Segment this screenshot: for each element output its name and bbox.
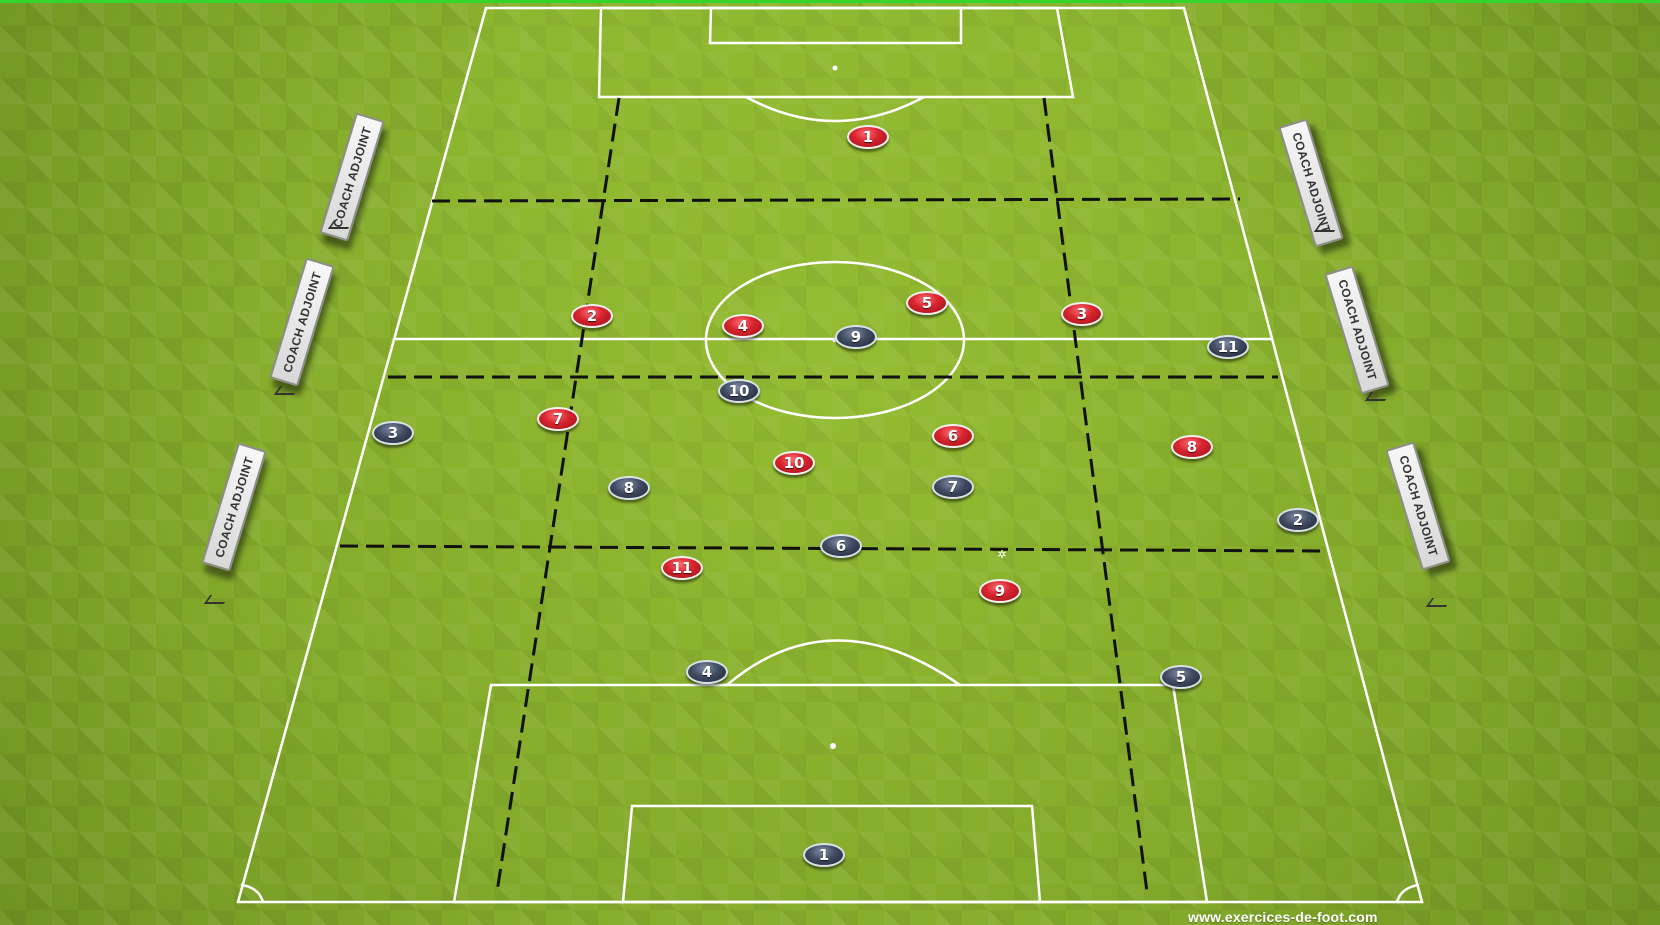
blue-player-10[interactable]: 10 <box>718 379 760 403</box>
bottom-penalty-area <box>452 683 1209 904</box>
red-player-4[interactable]: 4 <box>722 314 764 338</box>
corner-arc-bottom-left <box>240 883 265 904</box>
top-penalty-spot <box>832 65 838 71</box>
red-player-7[interactable]: 7 <box>537 407 579 431</box>
red-player-3[interactable]: 3 <box>1061 302 1103 326</box>
blue-player-7[interactable]: 7 <box>932 475 974 499</box>
blue-player-5[interactable]: 5 <box>1160 665 1202 689</box>
top-goal-area <box>708 6 963 45</box>
red-player-11[interactable]: 11 <box>661 556 703 580</box>
blue-player-3[interactable]: 3 <box>372 421 414 445</box>
blue-player-4[interactable]: 4 <box>686 660 728 684</box>
bottom-penalty-spot <box>830 743 836 749</box>
corner-arc-bottom-right <box>1395 883 1420 904</box>
center-circle <box>704 260 966 420</box>
bottom-penalty-arc <box>725 639 962 687</box>
blue-player-2[interactable]: 2 <box>1277 508 1319 532</box>
red-player-10[interactable]: 10 <box>773 451 815 475</box>
pitch-surface <box>238 8 1422 902</box>
blue-player-6[interactable]: 6 <box>820 534 862 558</box>
zone-line-vertical-left <box>495 97 621 893</box>
red-player-5[interactable]: 5 <box>906 291 948 315</box>
zone-line-vertical-right <box>1042 97 1149 893</box>
zone-line-horizontal-bottom <box>339 544 1327 553</box>
top-border-line <box>0 0 1660 3</box>
red-player-9[interactable]: 9 <box>979 579 1021 603</box>
bottom-goal-area <box>621 804 1042 904</box>
footer-url: www.exercices-de-foot.com <box>1188 909 1378 925</box>
zone-line-horizontal-top <box>431 197 1241 203</box>
red-player-2[interactable]: 2 <box>571 304 613 328</box>
red-player-1[interactable]: 1 <box>847 125 889 149</box>
blue-player-1[interactable]: 1 <box>803 843 845 867</box>
blue-player-9[interactable]: 9 <box>835 325 877 349</box>
zone-lines <box>339 97 1327 893</box>
blue-player-8[interactable]: 8 <box>608 476 650 500</box>
top-penalty-arc <box>744 95 926 123</box>
red-player-6[interactable]: 6 <box>932 424 974 448</box>
ball-marker: ✲ <box>997 548 1006 561</box>
pitch-lines <box>236 6 1424 904</box>
red-player-8[interactable]: 8 <box>1171 435 1213 459</box>
blue-player-11[interactable]: 11 <box>1207 335 1249 359</box>
